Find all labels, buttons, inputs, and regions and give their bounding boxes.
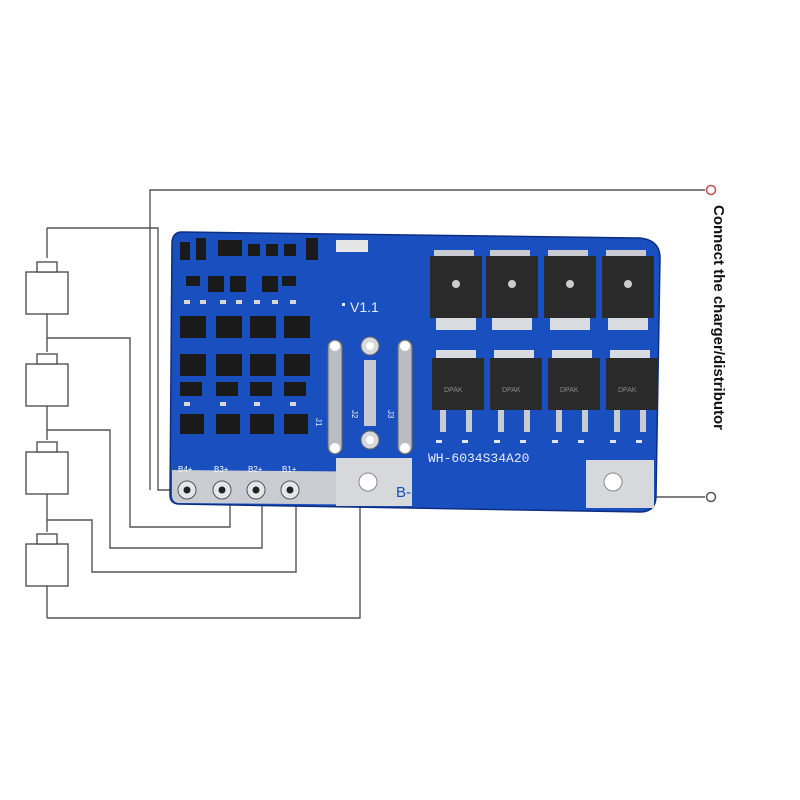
charger-terminal-positive — [705, 184, 717, 196]
mosfets-bottom — [432, 350, 658, 432]
battery-cell — [25, 363, 69, 407]
version-dot — [342, 303, 345, 306]
label-b-minus: B- — [396, 484, 411, 501]
wire-tap-2 — [47, 429, 263, 549]
bms-board: V1.1 WH-6034S34A20 B- P- J1 J2 J3 B4+ B3… — [169, 231, 661, 513]
charger-terminal-negative — [705, 491, 717, 503]
smd-components — [180, 238, 368, 434]
battery-cell-terminal — [36, 533, 58, 545]
b-minus-hole — [358, 472, 378, 492]
mosfet — [432, 358, 484, 410]
wire-top-positive — [47, 227, 184, 491]
mosfet — [490, 358, 542, 410]
jumper-j3 — [397, 339, 413, 455]
label-jumper-2: J2 — [350, 410, 359, 419]
battery-cell-terminal — [36, 261, 58, 273]
wire-negative — [47, 506, 361, 619]
board-version: V1.1 — [350, 299, 379, 315]
p-minus-hole — [603, 472, 623, 492]
label-p-minus: P- — [556, 483, 571, 500]
mosfet-mark-3: DPAK — [560, 387, 579, 394]
label-pad-b3: B3+ — [214, 465, 229, 474]
wire-charger-positive — [149, 189, 705, 490]
battery-cell — [25, 271, 69, 315]
blue-smd-row — [436, 440, 642, 443]
mosfet-mark-1: DPAK — [444, 387, 463, 394]
wire-tap-1 — [47, 337, 231, 528]
label-jumper-1: J1 — [314, 418, 323, 427]
connector-label: Connect the charger/distributor — [710, 205, 727, 431]
label-pad-b1: B1+ — [282, 465, 297, 474]
jumper-j1 — [327, 339, 343, 455]
battery-cell — [25, 543, 69, 587]
wire-tap-3 — [47, 502, 297, 573]
board-model: WH-6034S34A20 — [428, 451, 529, 466]
mosfet — [606, 358, 658, 410]
label-pad-b4: B4+ — [178, 465, 193, 474]
battery-cell-terminal — [36, 353, 58, 365]
mosfet — [548, 358, 600, 410]
label-jumper-3: J3 — [386, 410, 395, 419]
jumpers — [327, 336, 413, 455]
battery-cells — [25, 261, 69, 587]
battery-cell — [25, 451, 69, 495]
mosfet-mark-4: DPAK — [618, 387, 637, 394]
battery-cell-terminal — [36, 441, 58, 453]
label-pad-b2: B2+ — [248, 465, 263, 474]
mosfet-mark-2: DPAK — [502, 387, 521, 394]
